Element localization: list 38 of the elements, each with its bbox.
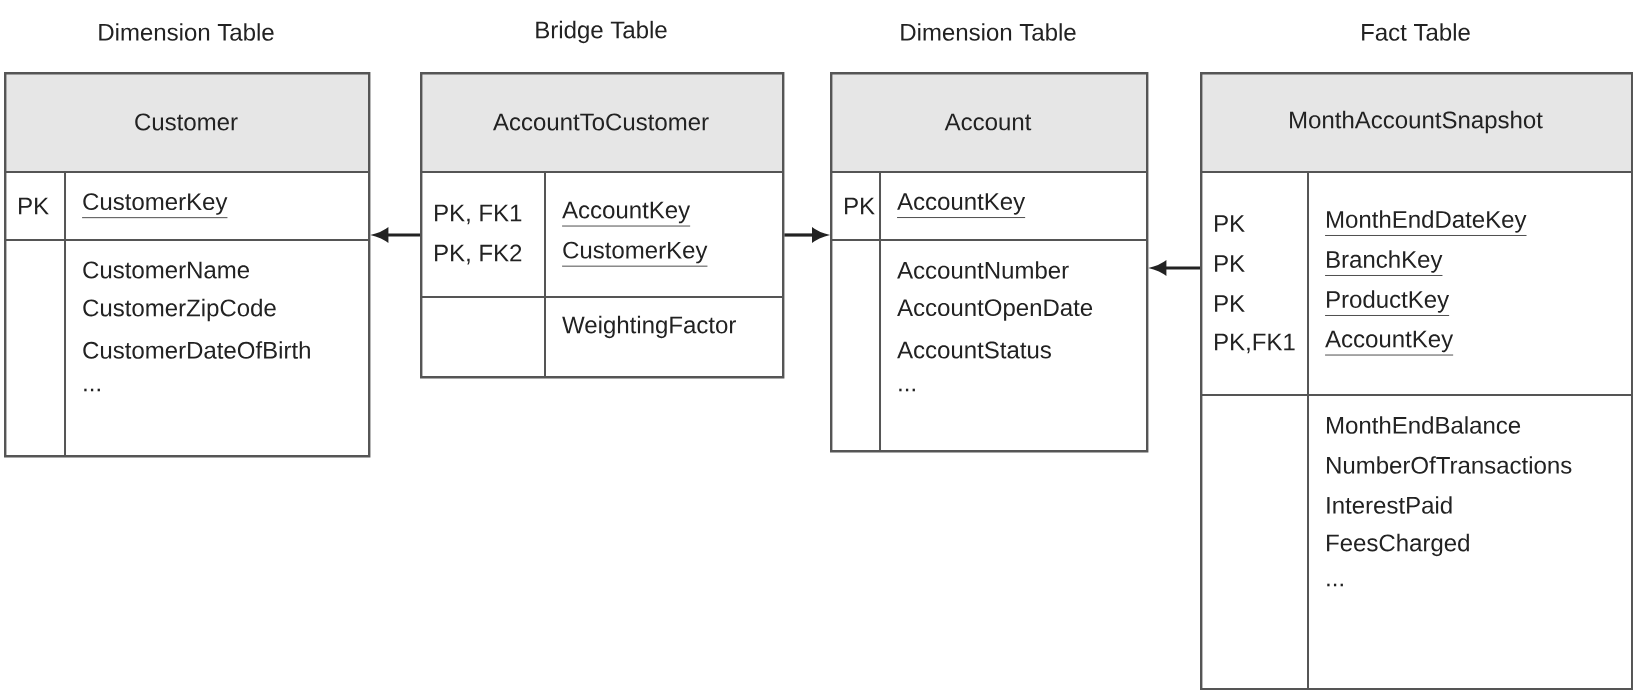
table-title: Account: [944, 113, 1032, 131]
column-name: NumberOfTransactions: [1327, 456, 1572, 474]
key-column: MonthEndDateKey: [1324, 210, 1527, 236]
table-heading: Dimension Table: [99, 23, 274, 41]
key-column: CustomerKey: [81, 193, 228, 219]
column-name: AccountStatus: [897, 341, 1051, 359]
table-title: AccountToCustomer: [493, 113, 709, 131]
table-title: MonthAccountSnapshot: [1290, 110, 1543, 134]
key-column: AccountKey: [1324, 330, 1454, 356]
key-column: AccountKey: [561, 201, 691, 227]
key-label: PK: [845, 197, 875, 215]
table-heading: Dimension Table: [901, 23, 1076, 41]
column-name: MonthEndBalance: [1327, 416, 1521, 434]
column-name: CustomerZipCode: [83, 298, 276, 322]
column-name: WeightingFactor: [562, 315, 736, 339]
key-label: PK,FK1: [1215, 333, 1295, 354]
column-name: ...: [899, 388, 915, 392]
key-column: CustomerKey: [561, 241, 708, 267]
column-name: CustomerName: [83, 261, 249, 279]
key-column: BranchKey: [1324, 250, 1443, 276]
column-name: CustomerDateOfBirth: [83, 341, 310, 359]
key-label: PK: [19, 197, 49, 215]
column-name: FeesCharged: [1327, 533, 1469, 557]
key-label: PK: [1215, 295, 1245, 312]
column-name: ...: [84, 388, 100, 392]
column-name: AccountNumber: [897, 261, 1069, 279]
table-heading: Fact Table: [1362, 23, 1470, 41]
key-label: PK: [1215, 255, 1245, 272]
key-label: PK, FK1: [435, 204, 522, 225]
key-label: PK: [1215, 215, 1245, 232]
column-name: InterestPaid: [1327, 496, 1452, 514]
table-title: Customer: [135, 113, 238, 131]
key-label: PK, FK2: [435, 244, 522, 265]
column-name: ...: [1327, 583, 1343, 587]
table-heading: Bridge Table: [536, 20, 667, 44]
key-column: ProductKey: [1324, 290, 1450, 316]
key-column: AccountKey: [896, 193, 1026, 218]
column-name: AccountOpenDate: [897, 299, 1093, 321]
